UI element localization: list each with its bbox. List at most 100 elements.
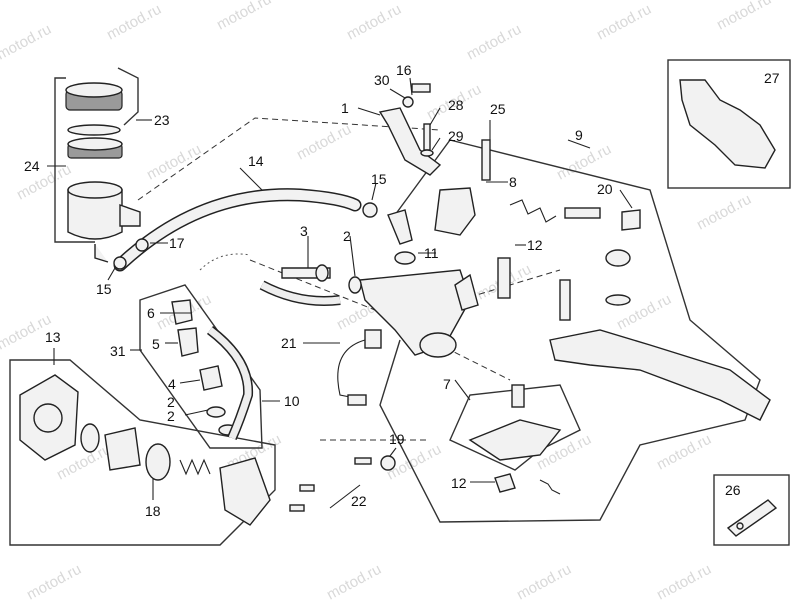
master-cylinder-mount — [419, 332, 457, 358]
leader — [429, 107, 441, 126]
bolt-22 — [354, 457, 372, 465]
lever-group-outline — [379, 139, 761, 523]
callout-28: 28 — [448, 97, 464, 113]
callout-2: 2 — [343, 228, 351, 244]
tool-26 — [726, 499, 778, 537]
hose-10 — [207, 327, 252, 440]
seal — [80, 423, 100, 453]
hose-clamp — [113, 256, 127, 270]
leader — [567, 139, 591, 149]
leader — [409, 77, 413, 96]
callout-19: 19 — [389, 431, 405, 447]
callout-4: 4 — [168, 376, 176, 392]
switch-screw-spring — [539, 479, 561, 495]
screw-25 — [481, 139, 491, 181]
reservoir-bracket — [54, 77, 95, 243]
watermark: motod.ru — [594, 1, 654, 44]
sealing-washer — [394, 251, 416, 265]
callout-2: 2 — [167, 394, 175, 410]
watermark: motod.ru — [14, 161, 74, 204]
callout-9: 9 — [575, 127, 583, 143]
wrench-26 — [726, 499, 778, 537]
leader — [107, 267, 116, 281]
bracket-1 — [378, 107, 442, 176]
reservoir-cap-top — [65, 82, 123, 98]
watermark: motod.ru — [654, 431, 714, 474]
callout-8: 8 — [509, 174, 517, 190]
callout-15: 15 — [96, 281, 112, 297]
hose-clamp — [135, 238, 149, 252]
callout-18: 18 — [145, 503, 161, 519]
callout-24: 24 — [24, 158, 40, 174]
callout-14: 14 — [248, 153, 264, 169]
leader — [371, 182, 377, 201]
callout-27: 27 — [764, 70, 780, 86]
watermark: motod.ru — [464, 21, 524, 64]
bushing-20 — [621, 209, 641, 231]
leader — [389, 88, 406, 99]
boot — [104, 427, 141, 471]
reservoir-body — [67, 189, 123, 240]
bracket-27 — [679, 79, 776, 169]
box-26 — [713, 474, 790, 546]
callout-1: 1 — [341, 100, 349, 116]
hose-body — [115, 189, 360, 270]
leader — [239, 167, 263, 191]
bolt-16 — [411, 83, 431, 93]
reservoir-gasket — [67, 124, 121, 136]
callout-13: 13 — [45, 329, 61, 345]
switch-plate-7 — [468, 419, 562, 461]
bracket-assembly — [378, 83, 491, 181]
callout-17: 17 — [169, 235, 185, 251]
callout-6: 6 — [147, 305, 155, 321]
switch-bracket — [468, 384, 562, 495]
nut-12 — [494, 473, 516, 493]
sensor-head — [364, 329, 382, 349]
slave-cylinder-group-outline — [9, 359, 276, 546]
callout-26: 26 — [725, 482, 741, 498]
banjo-fitting — [387, 209, 413, 245]
callout-5: 5 — [152, 336, 160, 352]
washer-30 — [402, 96, 414, 108]
callout-10: 10 — [284, 393, 300, 409]
callout-7: 7 — [443, 376, 451, 392]
fitting-4 — [199, 365, 223, 391]
bleed-nipple-19 — [380, 455, 396, 471]
leader — [179, 379, 201, 384]
callout-15: 15 — [371, 171, 387, 187]
leader — [349, 235, 356, 277]
washer-2 — [206, 406, 226, 418]
pipe-line — [259, 264, 362, 306]
watermark: motod.ru — [694, 191, 754, 234]
wrench-hole — [736, 522, 744, 530]
box-27 — [667, 59, 791, 189]
callout-22: 22 — [351, 493, 367, 509]
callout-12: 12 — [451, 475, 467, 491]
reservoir-tab — [119, 204, 141, 227]
reservoir-body-rim — [67, 181, 123, 199]
pivot-pin — [564, 207, 601, 219]
hose-assembly — [113, 188, 378, 272]
dotted-guide — [199, 253, 251, 271]
piston-18 — [145, 443, 171, 481]
watermark: motod.ru — [324, 561, 384, 600]
callout-21: 21 — [281, 335, 297, 351]
slave-cylinder-bore — [33, 403, 63, 433]
leader — [357, 107, 381, 116]
watermark: motod.ru — [214, 0, 274, 34]
switch-pin — [511, 384, 525, 408]
o-ring — [315, 264, 329, 282]
leader — [431, 137, 441, 151]
callout-12: 12 — [527, 237, 543, 253]
callout-20: 20 — [597, 181, 613, 197]
fitting-6 — [171, 299, 193, 325]
reservoir-bracket-right — [117, 67, 139, 126]
callout-25: 25 — [490, 101, 506, 117]
sensor-wire — [337, 339, 366, 399]
pivot-bolt-12 — [497, 257, 511, 299]
watermark: motod.ru — [104, 1, 164, 44]
reservoir-diaphragm-top — [67, 137, 123, 151]
lever-assembly — [497, 249, 771, 421]
